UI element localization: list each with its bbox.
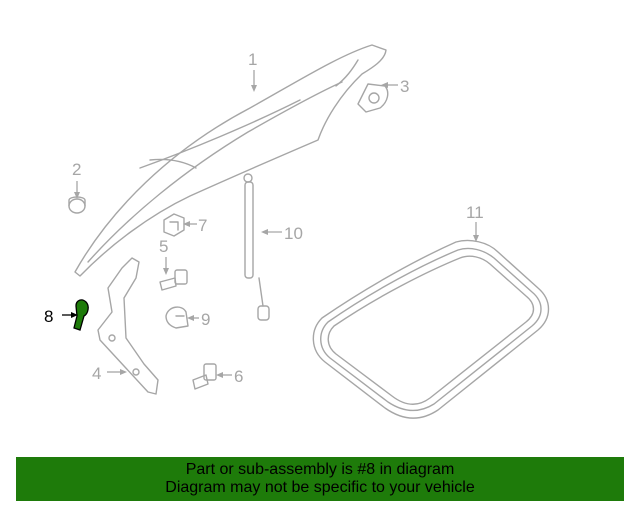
callout-7[interactable]: 7 xyxy=(198,216,207,235)
part-5-bolt[interactable] xyxy=(159,269,188,291)
part-8-clip-selected[interactable] xyxy=(73,299,89,331)
part-10-strut[interactable] xyxy=(243,173,270,321)
callout-4[interactable]: 4 xyxy=(92,364,101,383)
part-7-nut[interactable] xyxy=(163,213,185,237)
callout-6[interactable]: 6 xyxy=(234,367,243,386)
banner-line-2: Diagram may not be specific to your vehi… xyxy=(165,479,475,496)
part-11-weatherstrip[interactable] xyxy=(312,239,550,419)
parts-diagram: 1 2 3 4 5 6 7 8 xyxy=(44,44,550,419)
callout-1[interactable]: 1 xyxy=(248,50,257,69)
callout-11[interactable]: 11 xyxy=(466,203,484,222)
banner-line-1: Part or sub-assembly is #8 in diagram xyxy=(185,461,455,478)
callout-10[interactable]: 10 xyxy=(284,224,303,243)
callout-2[interactable]: 2 xyxy=(72,160,81,179)
callout-8[interactable]: 8 xyxy=(44,307,53,326)
info-banner: Part or sub-assembly is #8 in diagram Di… xyxy=(16,457,624,501)
part-1-trunk-lid[interactable] xyxy=(74,44,387,277)
part-9-clip[interactable] xyxy=(165,306,189,329)
part-4-hinge[interactable] xyxy=(97,257,159,395)
callout-3[interactable]: 3 xyxy=(400,77,409,96)
part-6-bolt[interactable] xyxy=(192,363,217,390)
part-2-bumper[interactable] xyxy=(68,196,86,214)
leader-arrowheads xyxy=(71,82,479,378)
callout-5[interactable]: 5 xyxy=(159,237,168,256)
part-3-bracket[interactable] xyxy=(357,83,389,113)
callout-9[interactable]: 9 xyxy=(201,310,210,329)
